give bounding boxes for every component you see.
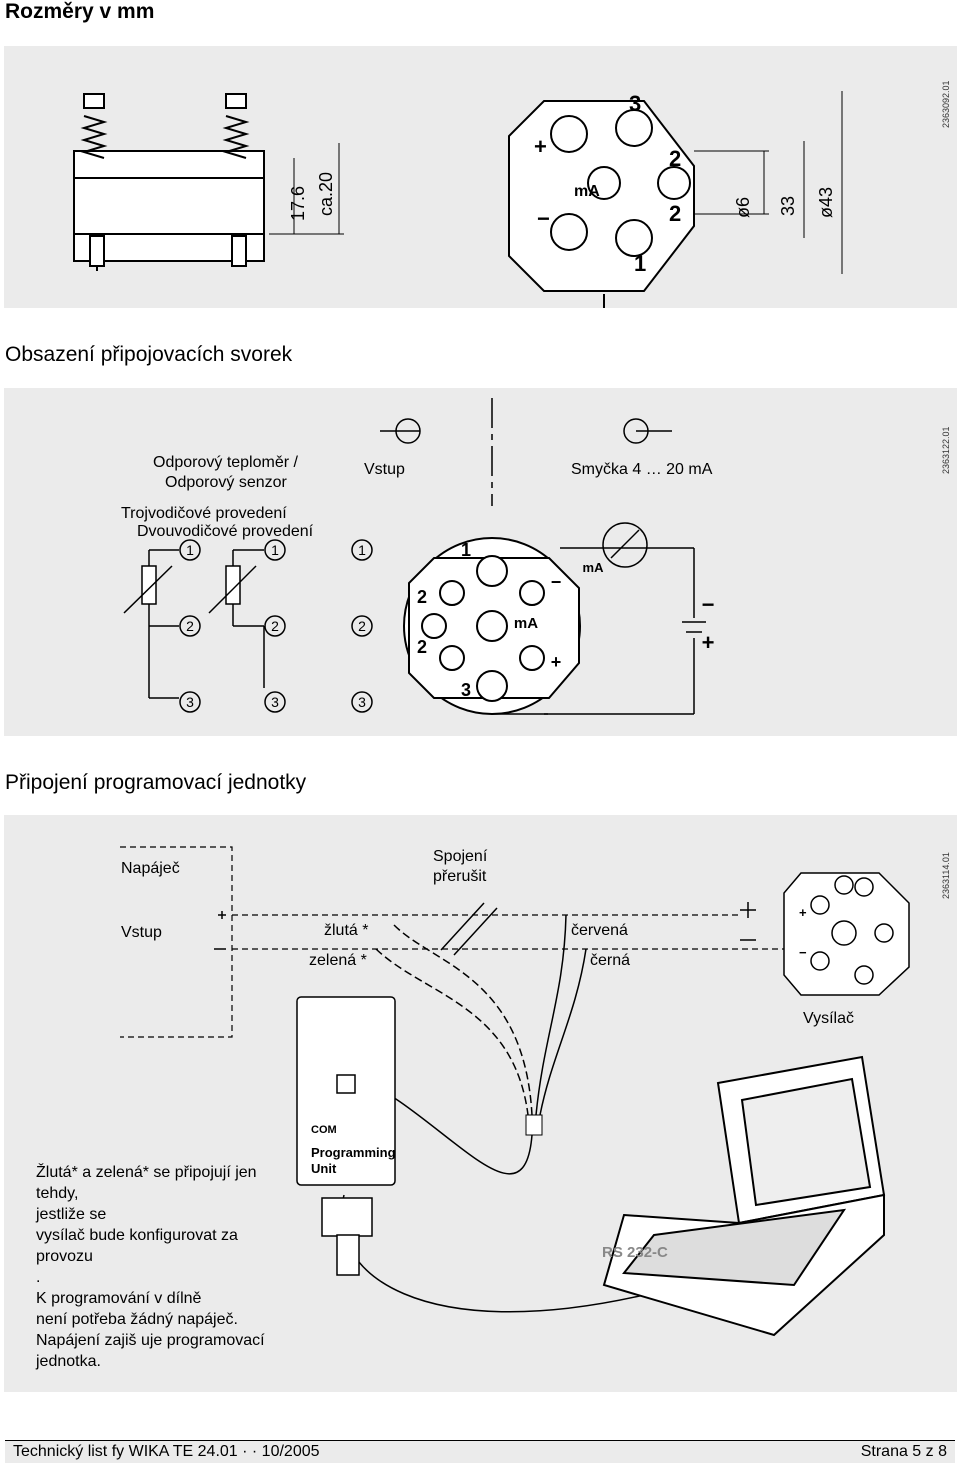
break-label-1: Spojení bbox=[433, 848, 488, 865]
svg-text:ø43: ø43 bbox=[816, 187, 836, 218]
t1-b: 1 bbox=[271, 542, 279, 558]
break-label-2: přerušit bbox=[433, 868, 487, 885]
dimensions-svg: 17.6 ca.20 + − 3 2 2 1 mA bbox=[73, 91, 843, 308]
t3-c: 3 bbox=[358, 694, 366, 710]
footer-doc-info: Technický list fy WIKA TE 24.01 · · 10/2… bbox=[13, 1443, 320, 1460]
terminal-svg: 1 1 1 2 2 2 3 3 3 bbox=[123, 398, 715, 715]
note-line: K programování v dílně bbox=[36, 1290, 202, 1307]
heading-programming: Připojení programovací jednotky bbox=[5, 771, 307, 794]
note-line: tehdy, bbox=[36, 1185, 79, 1202]
note-line: Žlutá* a zelená* se připojují jen bbox=[36, 1164, 257, 1181]
note-line: vysílač bude konfigurovat za bbox=[36, 1227, 238, 1244]
t1-a: 1 bbox=[186, 542, 194, 558]
dim-17-6: 17.6 bbox=[288, 186, 308, 221]
unit-label-1: Programming bbox=[311, 1145, 396, 1160]
head-2b: 2 bbox=[417, 637, 427, 657]
note-line: není potřeba žádný napáječ. bbox=[36, 1311, 238, 1328]
block-1: 1 bbox=[634, 251, 646, 276]
input-label-3: Vstup bbox=[121, 924, 162, 941]
note-line: jednotka. bbox=[36, 1353, 101, 1370]
dim-d6: ø6 bbox=[733, 197, 753, 218]
page-footer: Technický list fy WIKA TE 24.01 · · 10/2… bbox=[5, 1440, 955, 1463]
t2-a: 2 bbox=[186, 618, 194, 634]
green-label: zelená * bbox=[309, 952, 367, 969]
block-3: 3 bbox=[629, 91, 641, 116]
svg-text:17.6: 17.6 bbox=[288, 186, 308, 221]
meter-ma: mA bbox=[583, 560, 605, 575]
supply-minus: − bbox=[702, 592, 715, 617]
yellow-label: žlutá * bbox=[324, 922, 369, 939]
unit-label-2: Unit bbox=[311, 1161, 337, 1176]
head-ma: mA bbox=[514, 615, 538, 632]
dim-d43: ø43 bbox=[816, 187, 836, 218]
rtd-title-1: Odporový teploměr / bbox=[153, 454, 298, 471]
drawing-code-3: 2363114.01 bbox=[941, 852, 951, 899]
t2-c: 2 bbox=[358, 618, 366, 634]
note-line: provozu bbox=[36, 1248, 93, 1265]
programming-note: Žlutá* a zelená* se připojují jen tehdy,… bbox=[36, 1162, 301, 1372]
block-2a: 2 bbox=[669, 146, 681, 171]
head-3: 3 bbox=[461, 680, 471, 700]
head-plus: + bbox=[551, 652, 562, 672]
supply-plus: + bbox=[702, 630, 715, 655]
programming-diagram: + − COM Programming Unit bbox=[4, 815, 957, 1392]
dim-33: 33 bbox=[778, 196, 798, 216]
footer-page-number: Strana 5 z 8 bbox=[860, 1443, 947, 1460]
head-2a: 2 bbox=[417, 587, 427, 607]
t2-b: 2 bbox=[271, 618, 279, 634]
block-2b: 2 bbox=[669, 201, 681, 226]
tx-minus: − bbox=[799, 945, 807, 960]
red-label: červená bbox=[571, 922, 628, 939]
note-line: Napájení zajiš uje programovací bbox=[36, 1332, 265, 1349]
note-line: jestliže se bbox=[36, 1206, 107, 1223]
three-wire-label: Trojvodičové provedení bbox=[121, 505, 287, 522]
dim-ca20: ca.20 bbox=[316, 172, 336, 216]
programming-svg: + − COM Programming Unit bbox=[120, 846, 910, 1337]
two-wire-label: Dvouvodičové provedení bbox=[137, 523, 314, 540]
svg-text:ø6: ø6 bbox=[733, 197, 753, 218]
block-plus: + bbox=[534, 134, 547, 159]
drawing-code-1: 2363092.01 bbox=[941, 80, 951, 128]
rs232-label: RS 232-C bbox=[602, 1244, 668, 1261]
head-1: 1 bbox=[461, 540, 471, 560]
block-minus: − bbox=[537, 206, 550, 231]
t1-c: 1 bbox=[358, 542, 366, 558]
rtd-title-2: Odporový senzor bbox=[165, 474, 287, 491]
power-supply-label: Napáječ bbox=[121, 860, 180, 877]
transmitter-label: Vysílač bbox=[803, 1010, 854, 1027]
dimensions-drawing: 17.6 ca.20 + − 3 2 2 1 mA bbox=[4, 46, 957, 308]
svg-text:ca.20: ca.20 bbox=[316, 172, 336, 216]
input-label: Vstup bbox=[364, 461, 405, 478]
block-ma: mA bbox=[574, 183, 600, 200]
drawing-code-2: 2363122.01 bbox=[941, 426, 951, 474]
black-label: černá bbox=[590, 952, 631, 969]
heading-dimensions: Rozměry v mm bbox=[5, 0, 155, 23]
svg-text:33: 33 bbox=[778, 196, 798, 216]
head-minus: − bbox=[551, 572, 562, 592]
tx-plus: + bbox=[799, 905, 807, 920]
note-line: . bbox=[36, 1269, 41, 1286]
heading-terminals: Obsazení připojovacích svorek bbox=[5, 343, 293, 366]
t3-a: 3 bbox=[186, 694, 194, 710]
t3-b: 3 bbox=[271, 694, 279, 710]
terminal-diagram: 1 1 1 2 2 2 3 3 3 bbox=[4, 388, 957, 736]
com-label: COM bbox=[311, 1124, 337, 1136]
loop-label: Smyčka 4 … 20 mA bbox=[571, 461, 713, 478]
